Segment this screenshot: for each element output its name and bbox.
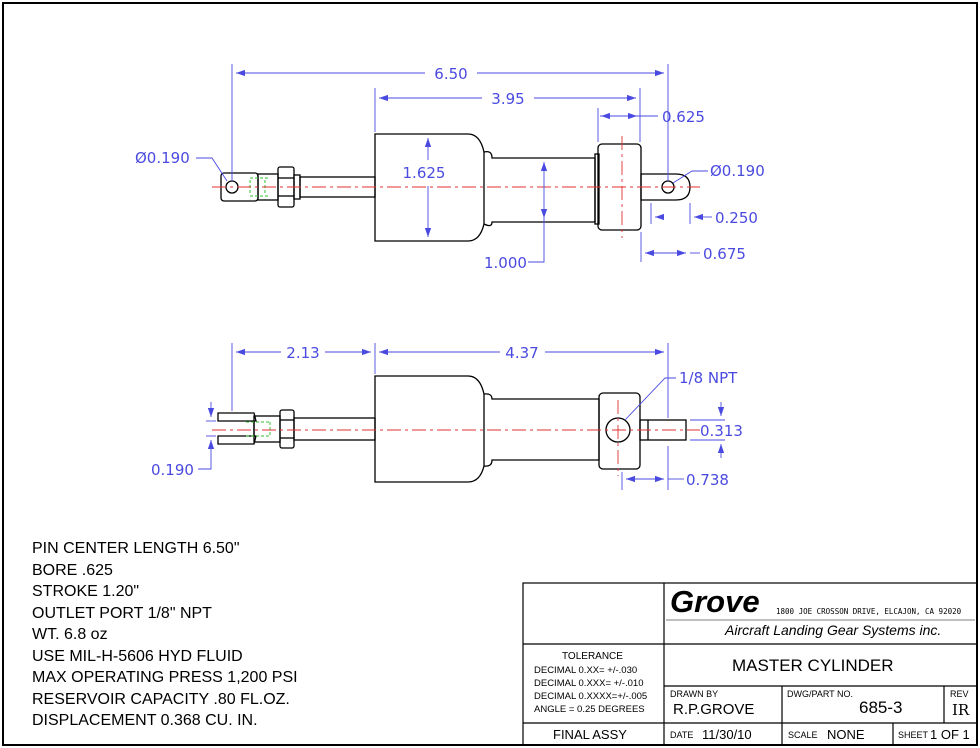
title-block-grid [522,582,978,746]
top-view: 6.50 3.95 0.625 Ø0.190 Ø0.190 1.625 1.00… [135,64,765,272]
tolerance-label: TOLERANCE [562,651,623,662]
specification-notes: PIN CENTER LENGTH 6.50" BORE .625 STROKE… [32,538,298,732]
side-hidden-lines [246,421,271,437]
dim-pin-to-block: 0.675 [703,245,746,263]
company-logo: Grove [670,584,760,619]
company-address: 1800 JOE CROSSON DRIVE, ELCAJON, CA 9202… [776,607,962,616]
dim-overall-length: 6.50 [434,65,467,83]
rev-label: REV [950,689,969,699]
tolerance-line: DECIMAL 0.XXX= +/-.010 [534,678,644,689]
final-assy: FINAL ASSY [553,727,627,742]
note-line: DISPLACEMENT 0.368 CU. IN. [32,712,258,729]
dim-clevis-gap: 0.190 [151,461,194,479]
tolerance-line: DECIMAL 0.XX= +/-.030 [534,665,638,676]
note-line: RESERVOIR CAPACITY .80 FL.OZ. [32,690,290,708]
clevis-lower-tine [217,435,257,445]
drawn-by-label: DRAWN BY [670,689,719,699]
side-dimensions [198,343,725,490]
dim-right-length: 4.37 [505,344,538,362]
rev-value: IR [952,701,970,719]
sheet-value: 1 OF 1 [930,727,970,742]
note-line: STROKE 1.20" [32,583,140,600]
tolerance-line: ANGLE = 0.25 DEGREES [534,704,645,715]
part-no-label: DWG/PART NO. [787,689,854,699]
dim-port-height: 0.313 [700,422,743,440]
scale-value: NONE [827,727,865,742]
dim-left-length: 2.13 [286,344,319,362]
dim-pin-edge: 0.250 [715,209,758,227]
clevis-upper-tine [217,412,257,422]
date-value: 11/30/10 [702,727,752,742]
side-view: 2.13 4.37 1/8 NPT 0.313 0.190 0.738 [151,343,743,490]
top-centerline [212,136,700,238]
side-hex-nut [279,409,295,449]
top-view-outline [220,133,691,242]
side-centerline [212,400,700,476]
note-line: OUTLET PORT 1/8" NPT [32,604,212,622]
company-name: Aircraft Landing Gear Systems inc. [725,622,942,638]
side-view-outline [217,375,687,483]
tolerance-line: DECIMAL 0.XXXX=+/-.005 [534,691,648,702]
note-line: BORE .625 [32,561,113,579]
note-line: PIN CENTER LENGTH 6.50" [32,540,240,557]
note-line: WT. 6.8 oz [32,626,108,643]
dim-end-block-width: 0.625 [662,108,705,126]
dim-port-offset: 0.738 [686,471,729,489]
scale-label: SCALE [788,730,818,740]
side-reservoir-body [374,375,485,483]
note-line: USE MIL-H-5606 HYD FLUID [32,647,243,665]
dim-barrel-diameter: 1.000 [484,254,527,272]
sheet-label: SHEET [898,730,929,740]
dim-right-pin-diameter: Ø0.190 [710,162,765,180]
drawn-by-value: R.P.GROVE [673,701,755,718]
drawing-title: MASTER CYLINDER [732,656,894,675]
dim-left-pin-diameter: Ø0.190 [135,149,190,167]
date-label: DATE [670,730,694,740]
dim-port-size: 1/8 NPT [679,369,738,387]
note-line: MAX OPERATING PRESS 1,200 PSI [32,669,298,686]
port-block [598,392,641,470]
dim-body-to-pin: 3.95 [491,90,524,108]
top-dimensions [196,64,712,263]
dim-body-diameter: 1.625 [403,164,446,182]
side-piston-rod [293,417,376,441]
part-no-value: 685-3 [859,698,903,717]
reservoir-body [374,133,485,242]
